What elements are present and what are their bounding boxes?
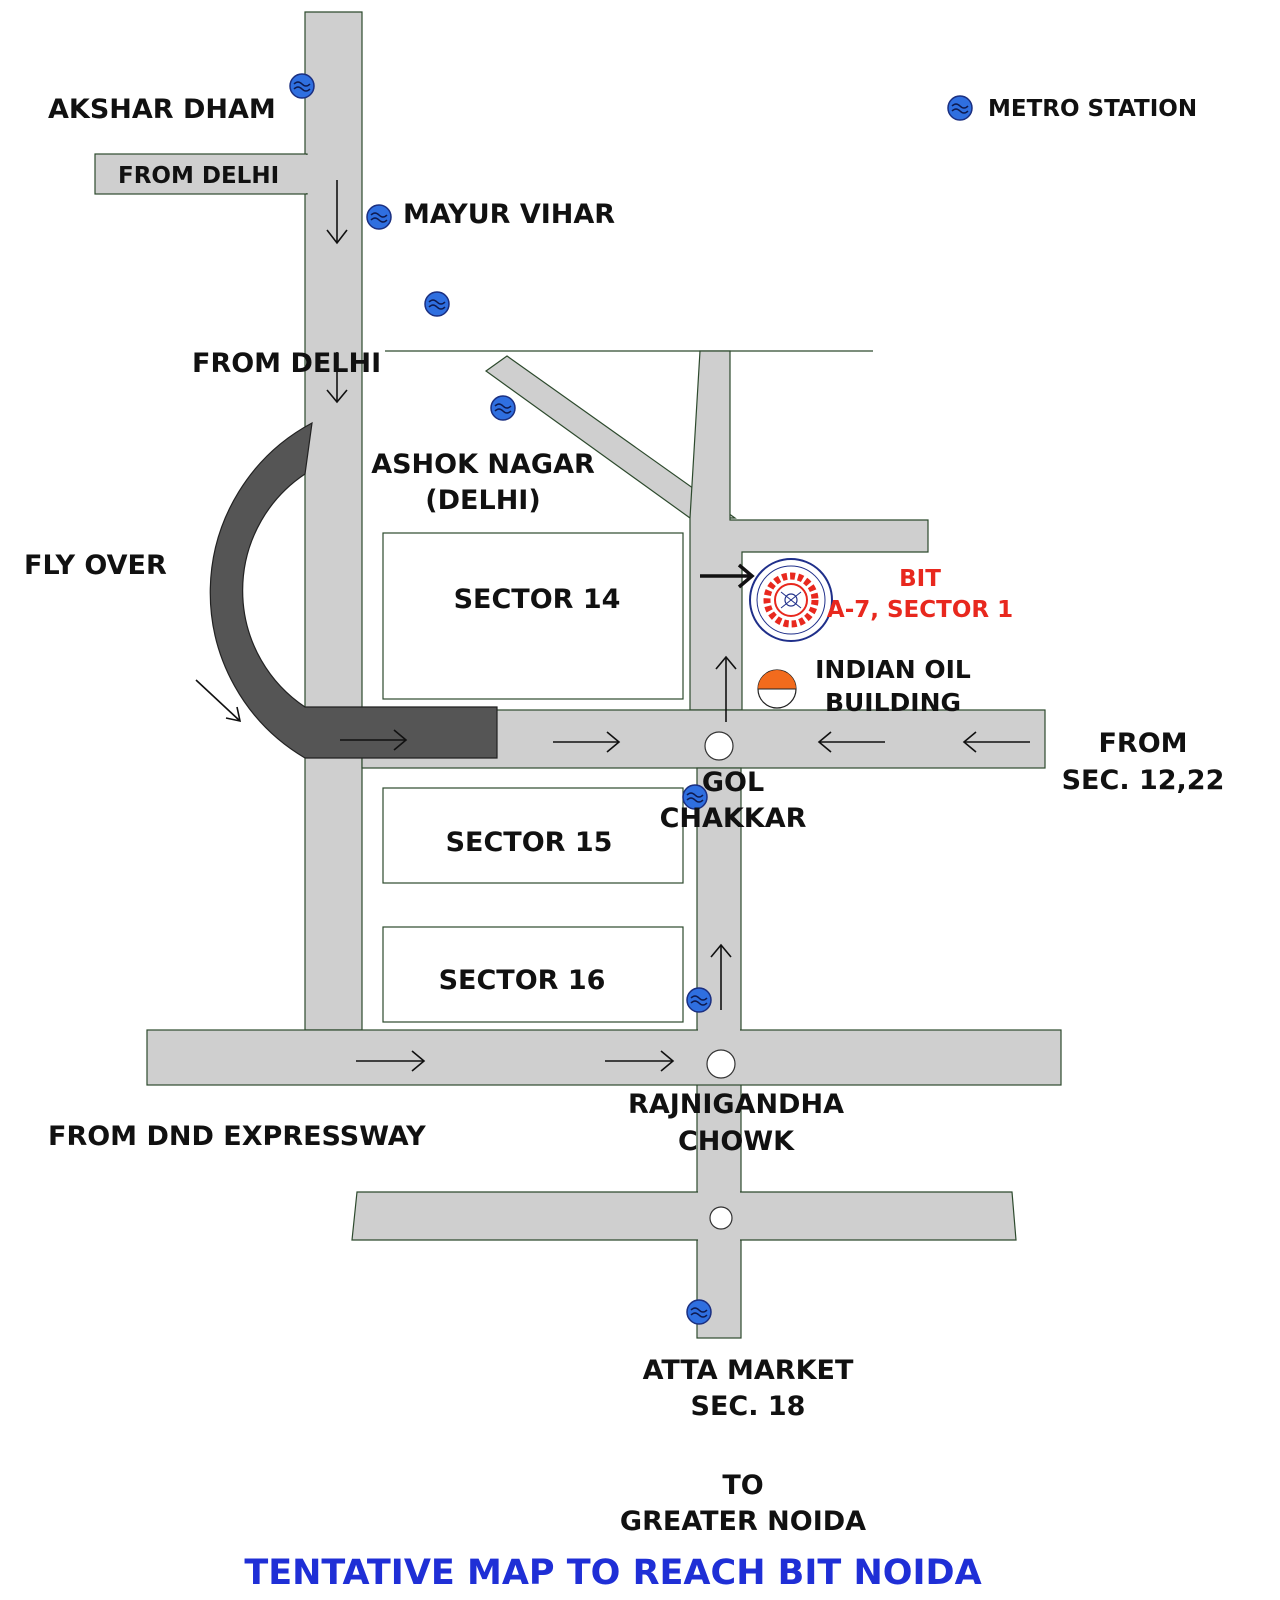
road-fill-patch-3 — [306, 1031, 361, 1084]
metro-station-icon — [289, 73, 315, 99]
direction-arrows — [191, 180, 1030, 1072]
metro-station-icon — [682, 784, 708, 810]
lower-cross-road — [351, 1191, 1017, 1241]
dnd-road — [146, 1029, 1062, 1086]
label-sec-18: SEC. 18 — [691, 1391, 806, 1422]
label-indian-oil-building: BUILDING — [825, 688, 961, 717]
legend-label: METRO STATION — [988, 96, 1197, 122]
metro-station-icon — [686, 987, 712, 1013]
road-fill-patch-5 — [306, 155, 361, 193]
map-title: TENTATIVE MAP TO REACH BIT NOIDA — [244, 1553, 981, 1593]
metro-station-icon — [490, 395, 516, 421]
label-rajnigandha: RAJNIGANDHA — [628, 1089, 844, 1120]
label-rajnigandha-chowk: CHOWK — [678, 1126, 795, 1157]
arrow-up-icon — [715, 655, 737, 722]
label-greater-noida: GREATER NOIDA — [620, 1506, 866, 1537]
roads — [94, 11, 1062, 1339]
label-indian-oil: INDIAN OIL — [815, 655, 971, 684]
map-labels: AKSHAR DHAM FROM DELHI MAYUR VIHAR FROM … — [24, 94, 1224, 1593]
right-vertical-road-top — [689, 350, 929, 711]
atta-roundabout — [709, 1206, 733, 1230]
from-delhi-road — [94, 153, 308, 195]
label-to: TO — [722, 1470, 763, 1501]
label-gol: GOL — [702, 767, 764, 798]
label-from-sec: FROM — [1098, 728, 1187, 759]
label-from-sec-12-22: SEC. 12,22 — [1062, 765, 1225, 796]
arrow-right-icon — [340, 729, 408, 751]
gol-chakkar-roundabout — [704, 731, 734, 761]
label-from-dnd: FROM DND EXPRESSWAY — [48, 1121, 426, 1152]
label-sector-14: SECTOR 14 — [454, 584, 621, 615]
metro-legend-icon — [947, 95, 973, 121]
label-ashok-nagar-delhi: (DELHI) — [425, 485, 540, 516]
sector-15-block — [382, 787, 684, 884]
arrow-up-icon — [710, 943, 732, 1010]
sector-16-block — [382, 926, 684, 1023]
arrow-left-icon — [817, 731, 885, 753]
label-bit: BIT — [899, 566, 941, 592]
metro-station-icon — [424, 291, 450, 317]
label-gol-chakkar: CHAKKAR — [660, 803, 807, 834]
arrow-down-icon — [326, 352, 348, 404]
indian-oil-logo-icon — [757, 669, 797, 709]
arrow-down-left-icon — [191, 457, 244, 492]
label-from-delhi-mid: FROM DELHI — [192, 348, 381, 379]
diagonal-road — [484, 355, 737, 519]
label-akshar-dham: AKSHAR DHAM — [48, 94, 276, 125]
bit-logo-icon — [749, 558, 833, 642]
arrow-left-icon — [962, 731, 1030, 753]
label-sector-16: SECTOR 16 — [439, 965, 606, 996]
metro-stations — [289, 73, 973, 1325]
label-fly-over: FLY OVER — [24, 550, 167, 581]
label-bit-address: A-7, SECTOR 1 — [827, 597, 1013, 623]
arrow-right-icon — [356, 1050, 426, 1072]
label-mayur-vihar: MAYUR VIHAR — [403, 199, 615, 230]
flyover — [209, 421, 498, 759]
label-atta-market: ATTA MARKET — [643, 1355, 854, 1386]
arrow-right-bold-icon — [700, 563, 755, 589]
arrow-right-icon — [605, 1050, 675, 1072]
label-from-delhi-top: FROM DELHI — [118, 163, 279, 189]
label-sector-15: SECTOR 15 — [446, 827, 613, 858]
arrow-down-icon — [326, 180, 348, 245]
sector-14-block — [382, 532, 684, 700]
label-ashok-nagar: ASHOK NAGAR — [371, 449, 595, 480]
sector-blocks — [382, 532, 684, 1023]
metro-station-icon — [366, 204, 392, 230]
metro-station-icon — [686, 1299, 712, 1325]
arrow-right-icon — [553, 731, 621, 753]
rajnigandha-roundabout — [706, 1049, 736, 1079]
arrow-down-right-icon — [195, 679, 242, 723]
road-fill-patch-2 — [698, 769, 740, 1031]
